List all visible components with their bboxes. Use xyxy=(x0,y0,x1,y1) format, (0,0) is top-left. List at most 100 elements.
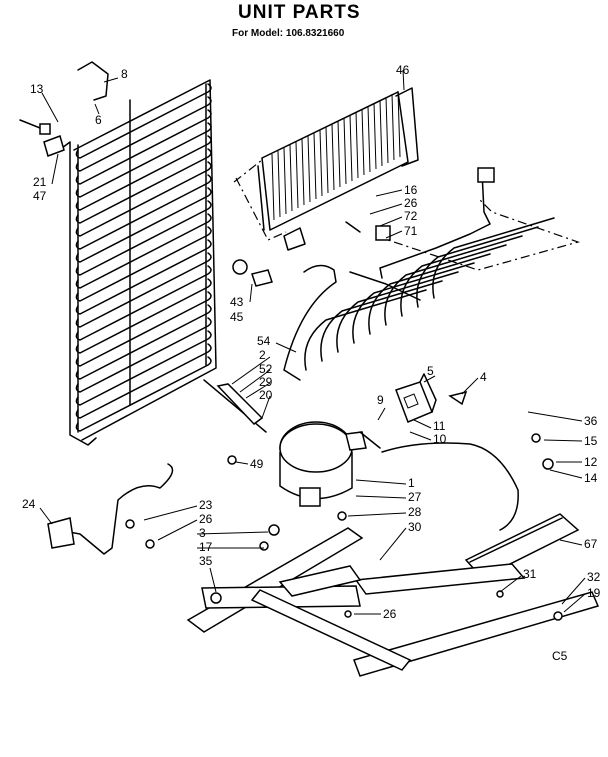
fin xyxy=(307,135,311,203)
coil-tube xyxy=(75,96,212,172)
callout-9: 9 xyxy=(377,393,384,407)
callout-4: 4 xyxy=(480,370,487,384)
fin xyxy=(283,147,287,215)
coil-tube xyxy=(75,148,212,224)
coil-tube xyxy=(75,83,212,159)
fin xyxy=(361,108,365,176)
mid-coil-loop xyxy=(304,289,427,371)
condenser-coil-tubes xyxy=(75,83,212,432)
leader-line xyxy=(143,505,198,521)
drain-tube xyxy=(379,167,495,279)
callout-43: 43 xyxy=(230,295,244,309)
callout-45: 45 xyxy=(230,310,244,324)
leader-line xyxy=(94,103,100,115)
leader-line xyxy=(275,342,297,353)
callout-36: 36 xyxy=(584,414,598,428)
coil-tube xyxy=(75,213,212,289)
callout-29: 29 xyxy=(259,375,273,389)
leader-line xyxy=(402,69,405,91)
callout-46: 46 xyxy=(396,63,410,77)
leader-line xyxy=(377,407,386,421)
leader-line xyxy=(355,495,407,499)
callout-14: 14 xyxy=(584,471,598,485)
power-cord xyxy=(47,463,174,555)
callout-26-bottom: 26 xyxy=(383,607,397,621)
callout-1: 1 xyxy=(408,476,415,490)
callout-3: 3 xyxy=(199,526,206,540)
screws xyxy=(125,433,563,621)
callout-23: 23 xyxy=(199,498,213,512)
callout-49: 49 xyxy=(250,457,264,471)
leader-line xyxy=(379,216,403,227)
callout-2: 2 xyxy=(259,348,266,362)
fin xyxy=(301,138,305,206)
mid-coil-loop xyxy=(432,217,555,299)
wiring-harness xyxy=(381,442,519,531)
callout-30: 30 xyxy=(408,520,422,534)
leader-line xyxy=(347,512,407,517)
coil-tube xyxy=(75,356,212,432)
corner-code: C5 xyxy=(552,649,568,663)
callout-labels: 13 8 6 21 47 46 16 26 72 71 43 45 54 2 5… xyxy=(22,63,601,621)
leader-line xyxy=(499,575,522,593)
leader-line xyxy=(235,461,249,465)
mid-coil-loop xyxy=(320,280,443,362)
evaporator-assembly xyxy=(257,87,419,251)
coil-tube xyxy=(75,278,212,354)
coil-tube xyxy=(75,135,212,211)
fin xyxy=(271,153,275,221)
fin xyxy=(277,150,281,218)
leader-line xyxy=(375,189,403,197)
callout-21: 21 xyxy=(33,175,47,189)
callout-52: 52 xyxy=(259,362,273,376)
coil-tube xyxy=(75,187,212,263)
model-subtitle: For Model: 106.8321660 xyxy=(232,28,345,39)
leader-line xyxy=(196,531,269,535)
fin xyxy=(319,129,323,197)
leader-line xyxy=(41,92,59,123)
compressor-lead xyxy=(359,431,381,449)
compressor xyxy=(279,421,367,507)
leader-line xyxy=(239,369,271,393)
callout-8: 8 xyxy=(121,67,128,81)
coil-tube xyxy=(75,174,212,250)
screw-13 xyxy=(19,119,51,135)
callout-27: 27 xyxy=(408,490,422,504)
callout-10: 10 xyxy=(433,432,447,446)
leader-line xyxy=(355,479,407,485)
coil-tube xyxy=(75,343,212,419)
leader-line xyxy=(39,507,53,525)
leader-line xyxy=(231,356,271,385)
evaporator-fins xyxy=(271,90,401,221)
callout-13: 13 xyxy=(30,82,44,96)
callout-72: 72 xyxy=(404,209,418,223)
coil-tube xyxy=(75,291,212,367)
leader-line xyxy=(379,527,407,561)
callout-17: 17 xyxy=(199,540,213,554)
leader-line xyxy=(209,567,217,593)
middle-condenser-coil xyxy=(283,217,555,381)
mid-coil-loop xyxy=(336,271,459,353)
coil-tube xyxy=(75,226,212,302)
fin xyxy=(331,123,335,191)
callout-11: 11 xyxy=(433,419,446,433)
fan-motor-43 xyxy=(232,259,273,287)
coil-tube xyxy=(75,265,212,341)
callout-24: 24 xyxy=(22,497,36,511)
diagram-title: UNIT PARTS xyxy=(238,2,361,23)
callout-54: 54 xyxy=(257,334,271,348)
callout-28: 28 xyxy=(408,505,422,519)
coil-tube xyxy=(75,304,212,380)
callout-26-top: 26 xyxy=(404,196,418,210)
callout-31: 31 xyxy=(523,567,537,581)
coil-tube xyxy=(75,317,212,393)
mid-coil-loop xyxy=(400,235,523,317)
fin xyxy=(289,144,293,212)
leader-line xyxy=(369,203,403,215)
leader-line xyxy=(249,283,253,303)
callout-35: 35 xyxy=(199,554,213,568)
mid-coil-loop xyxy=(368,253,491,335)
bracket-21 xyxy=(43,135,65,157)
coil-tube xyxy=(75,252,212,328)
